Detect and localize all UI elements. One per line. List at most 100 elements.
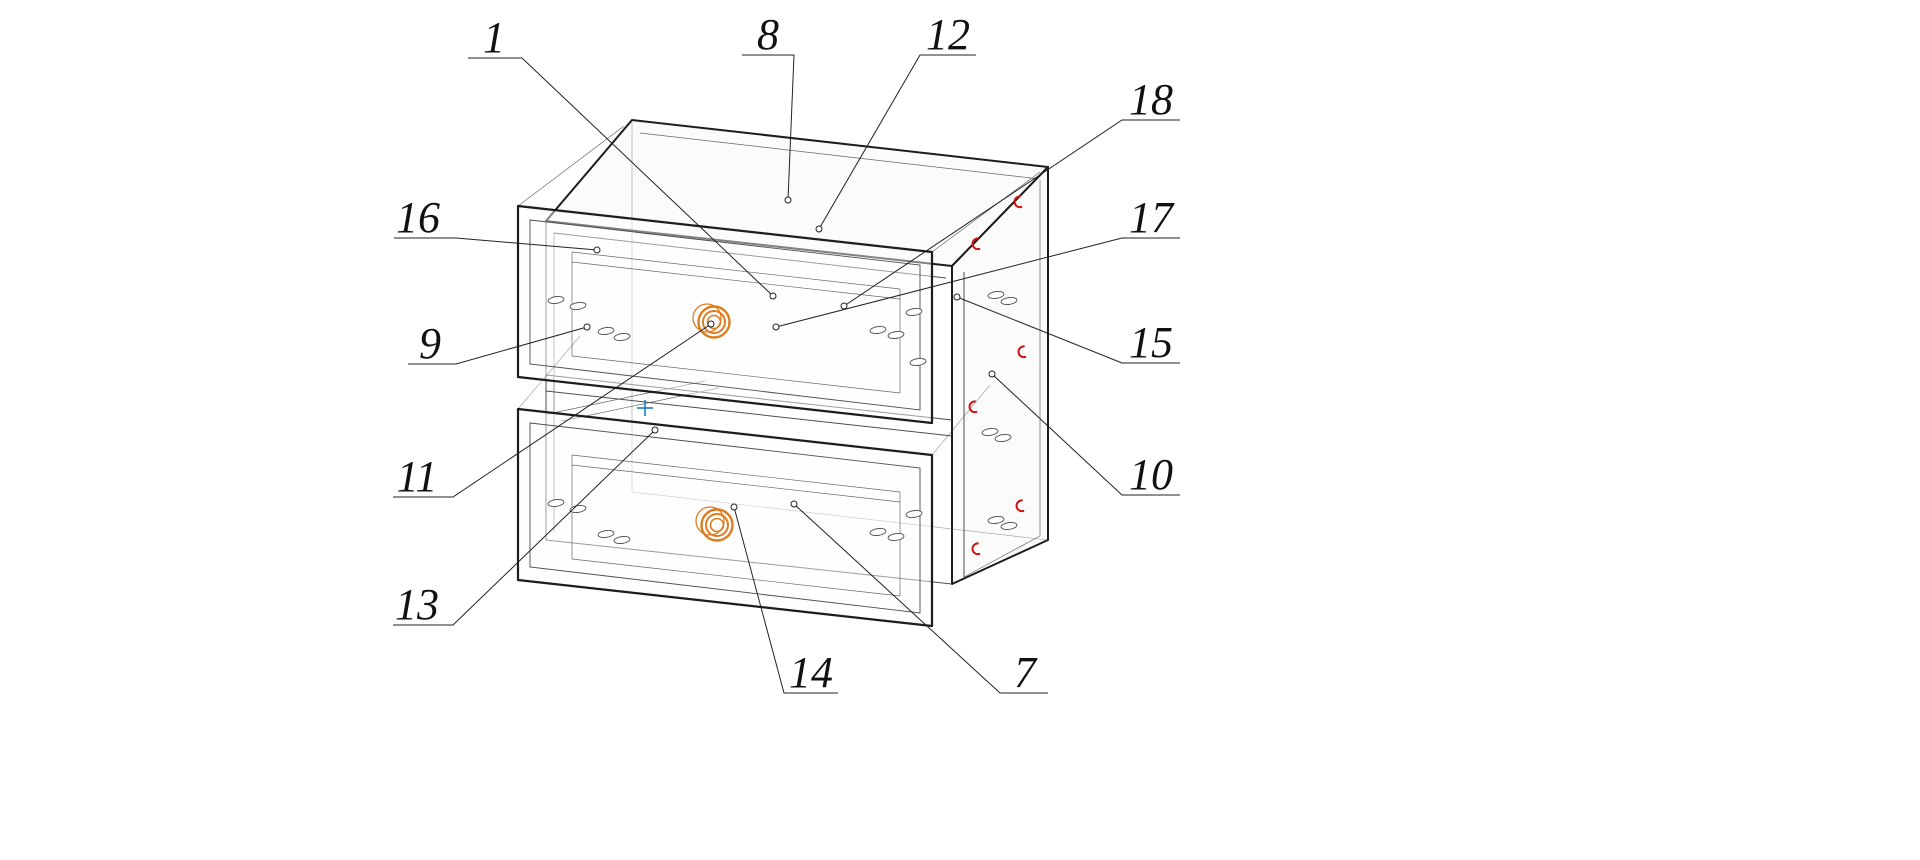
dowel-pin-icon [547, 296, 565, 304]
dowel-pin-icon [887, 331, 905, 339]
carcass-back-bottom-edge [631, 491, 1049, 541]
knob-ring [697, 305, 731, 339]
drawer-side-top-edge [517, 335, 581, 410]
callout-leader-1 [468, 57, 774, 297]
dowel-pin-icon [597, 530, 615, 538]
knob-ring [709, 517, 725, 533]
drawer-side-top-edge [931, 171, 1041, 253]
drawer-knob-icon [692, 303, 731, 339]
middle-rail-edge [545, 390, 953, 437]
dowel-pin-icon [987, 291, 1005, 299]
callout-leader-7 [793, 503, 1048, 694]
drawer-side-top-edge [517, 125, 625, 207]
dowel-pin-icon [597, 327, 615, 335]
edge-line [553, 232, 947, 279]
callout-target-dot-8 [784, 196, 792, 204]
callout-leader-12 [818, 54, 976, 230]
dowel-pin-icon [994, 434, 1012, 442]
cabinet-carcass [545, 119, 1049, 585]
drawer-back-rail [571, 261, 901, 300]
dowel-pins [547, 291, 1018, 544]
drawer-back-rail [571, 251, 901, 290]
drawer-box-edge [571, 355, 901, 394]
drawer-slide-rail [547, 380, 706, 415]
dowel-pin-icon [887, 533, 905, 541]
dowel-pin-icon [905, 308, 923, 316]
callout-number-13: 13 [395, 580, 439, 629]
callout-number-15: 15 [1129, 318, 1173, 367]
dowel-pin-icon [1000, 522, 1018, 530]
callout-target-dot-16 [593, 246, 601, 254]
bottom-drawer-front-inner-border [529, 422, 921, 614]
middle-rail-edge [545, 374, 953, 421]
knob-ring [695, 506, 725, 536]
dowel-pin-icon [909, 358, 927, 366]
callout-target-dot-17 [772, 323, 780, 331]
cam-lock-icon [1017, 345, 1027, 359]
callout-target-dot-10 [988, 370, 996, 378]
edge-line [639, 132, 1041, 180]
callout-leader-8 [742, 54, 795, 201]
callout-number-10: 10 [1129, 450, 1173, 499]
callout-number-11: 11 [397, 452, 438, 501]
callout-target-dot-7 [790, 500, 798, 508]
callout-number-18: 18 [1129, 75, 1173, 124]
dowel-pin-icon [987, 516, 1005, 524]
cam-lock-icon [968, 400, 978, 414]
callout-number-12: 12 [926, 10, 970, 59]
callout-target-dot-1 [769, 292, 777, 300]
knob-ring [700, 508, 734, 542]
callout-target-dot-14 [730, 503, 738, 511]
callout-target-dot-13 [651, 426, 659, 434]
dowel-pin-icon [981, 428, 999, 436]
knob-ring [705, 513, 729, 537]
callout-number-8: 8 [757, 10, 779, 59]
callout-target-dot-9 [583, 323, 591, 331]
dowel-pin-icon [613, 333, 631, 341]
callout-leader-18 [843, 119, 1180, 307]
knob-ring [706, 314, 722, 330]
knob-ring [692, 303, 722, 333]
drawer-side-top-edge [931, 384, 991, 456]
dowel-pin-icon [905, 510, 923, 518]
dowel-pin-icon [569, 302, 587, 310]
callout-leader-9 [408, 326, 588, 365]
edge-line [963, 535, 1041, 578]
callout-target-dot-18 [840, 302, 848, 310]
callout-leader-17 [775, 237, 1180, 328]
dowel-pin-icon [547, 499, 565, 507]
top-drawer-front-inner-border [529, 219, 921, 411]
dowel-pin-icon [869, 528, 887, 536]
callout-leader-13 [393, 429, 656, 626]
top-drawer-front-panel [516, 204, 934, 425]
callout-target-dot-15 [953, 293, 961, 301]
cam-lock-icon [971, 542, 981, 556]
center-mark [637, 400, 653, 416]
callout-leader-14 [733, 506, 838, 694]
callout-target-dot-12 [815, 225, 823, 233]
drawer-slide-rail [561, 387, 720, 422]
callout-number-16: 16 [396, 193, 440, 242]
callout-leader-11 [393, 323, 712, 498]
callout-leader-15 [956, 296, 1180, 364]
callout-number-1: 1 [483, 13, 505, 62]
dowel-pin-icon [569, 505, 587, 513]
top-drawer [516, 125, 1041, 425]
cam-lock-fittings [968, 195, 1027, 556]
dowel-pin-icon [869, 326, 887, 334]
knob-ring [702, 310, 726, 334]
drawer-back-rail [571, 454, 901, 493]
cam-lock-icon [1015, 499, 1025, 513]
callout-number-14: 14 [789, 648, 833, 697]
drawer-knob-icon [695, 506, 734, 542]
callout-number-9: 9 [419, 319, 441, 368]
dowel-pin-icon [1000, 297, 1018, 305]
cam-lock-icon [1013, 195, 1023, 209]
drawer-back-rail [571, 464, 901, 503]
callout-number-7: 7 [1014, 648, 1038, 697]
drawer-knobs [692, 303, 734, 542]
callout-leader-10 [991, 373, 1180, 496]
